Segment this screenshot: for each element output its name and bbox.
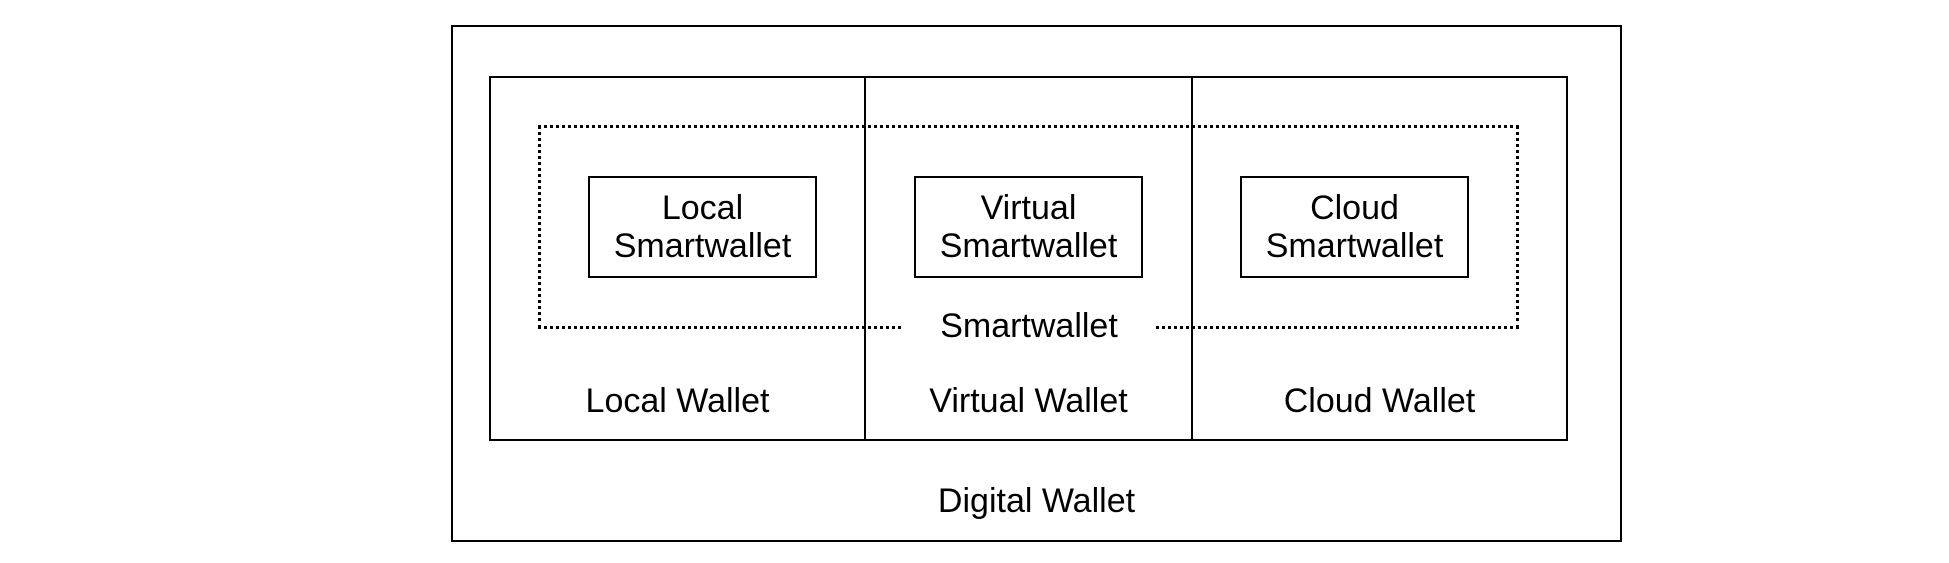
local-wallet-label: Local Wallet — [585, 382, 770, 420]
cloud-smartwallet-line1: Cloud — [1310, 189, 1399, 227]
digital-wallet-label: Digital Wallet — [937, 482, 1136, 520]
virtual-smartwallet-line1: Virtual — [980, 189, 1077, 227]
local-smartwallet-line1: Local — [661, 189, 744, 227]
digital-wallet-box — [451, 25, 1622, 542]
local-smartwallet-box: Local Smartwallet — [588, 176, 817, 278]
smartwallet-group-label: Smartwallet — [904, 307, 1154, 345]
virtual-wallet-label: Virtual Wallet — [929, 382, 1128, 420]
cloud-wallet-box — [1191, 76, 1568, 441]
virtual-smartwallet-line2: Smartwallet — [939, 227, 1118, 265]
cloud-smartwallet-box: Cloud Smartwallet — [1240, 176, 1469, 278]
cloud-smartwallet-line2: Smartwallet — [1265, 227, 1444, 265]
cloud-wallet-label: Cloud Wallet — [1283, 382, 1476, 420]
virtual-smartwallet-box: Virtual Smartwallet — [914, 176, 1143, 278]
local-smartwallet-line2: Smartwallet — [613, 227, 792, 265]
